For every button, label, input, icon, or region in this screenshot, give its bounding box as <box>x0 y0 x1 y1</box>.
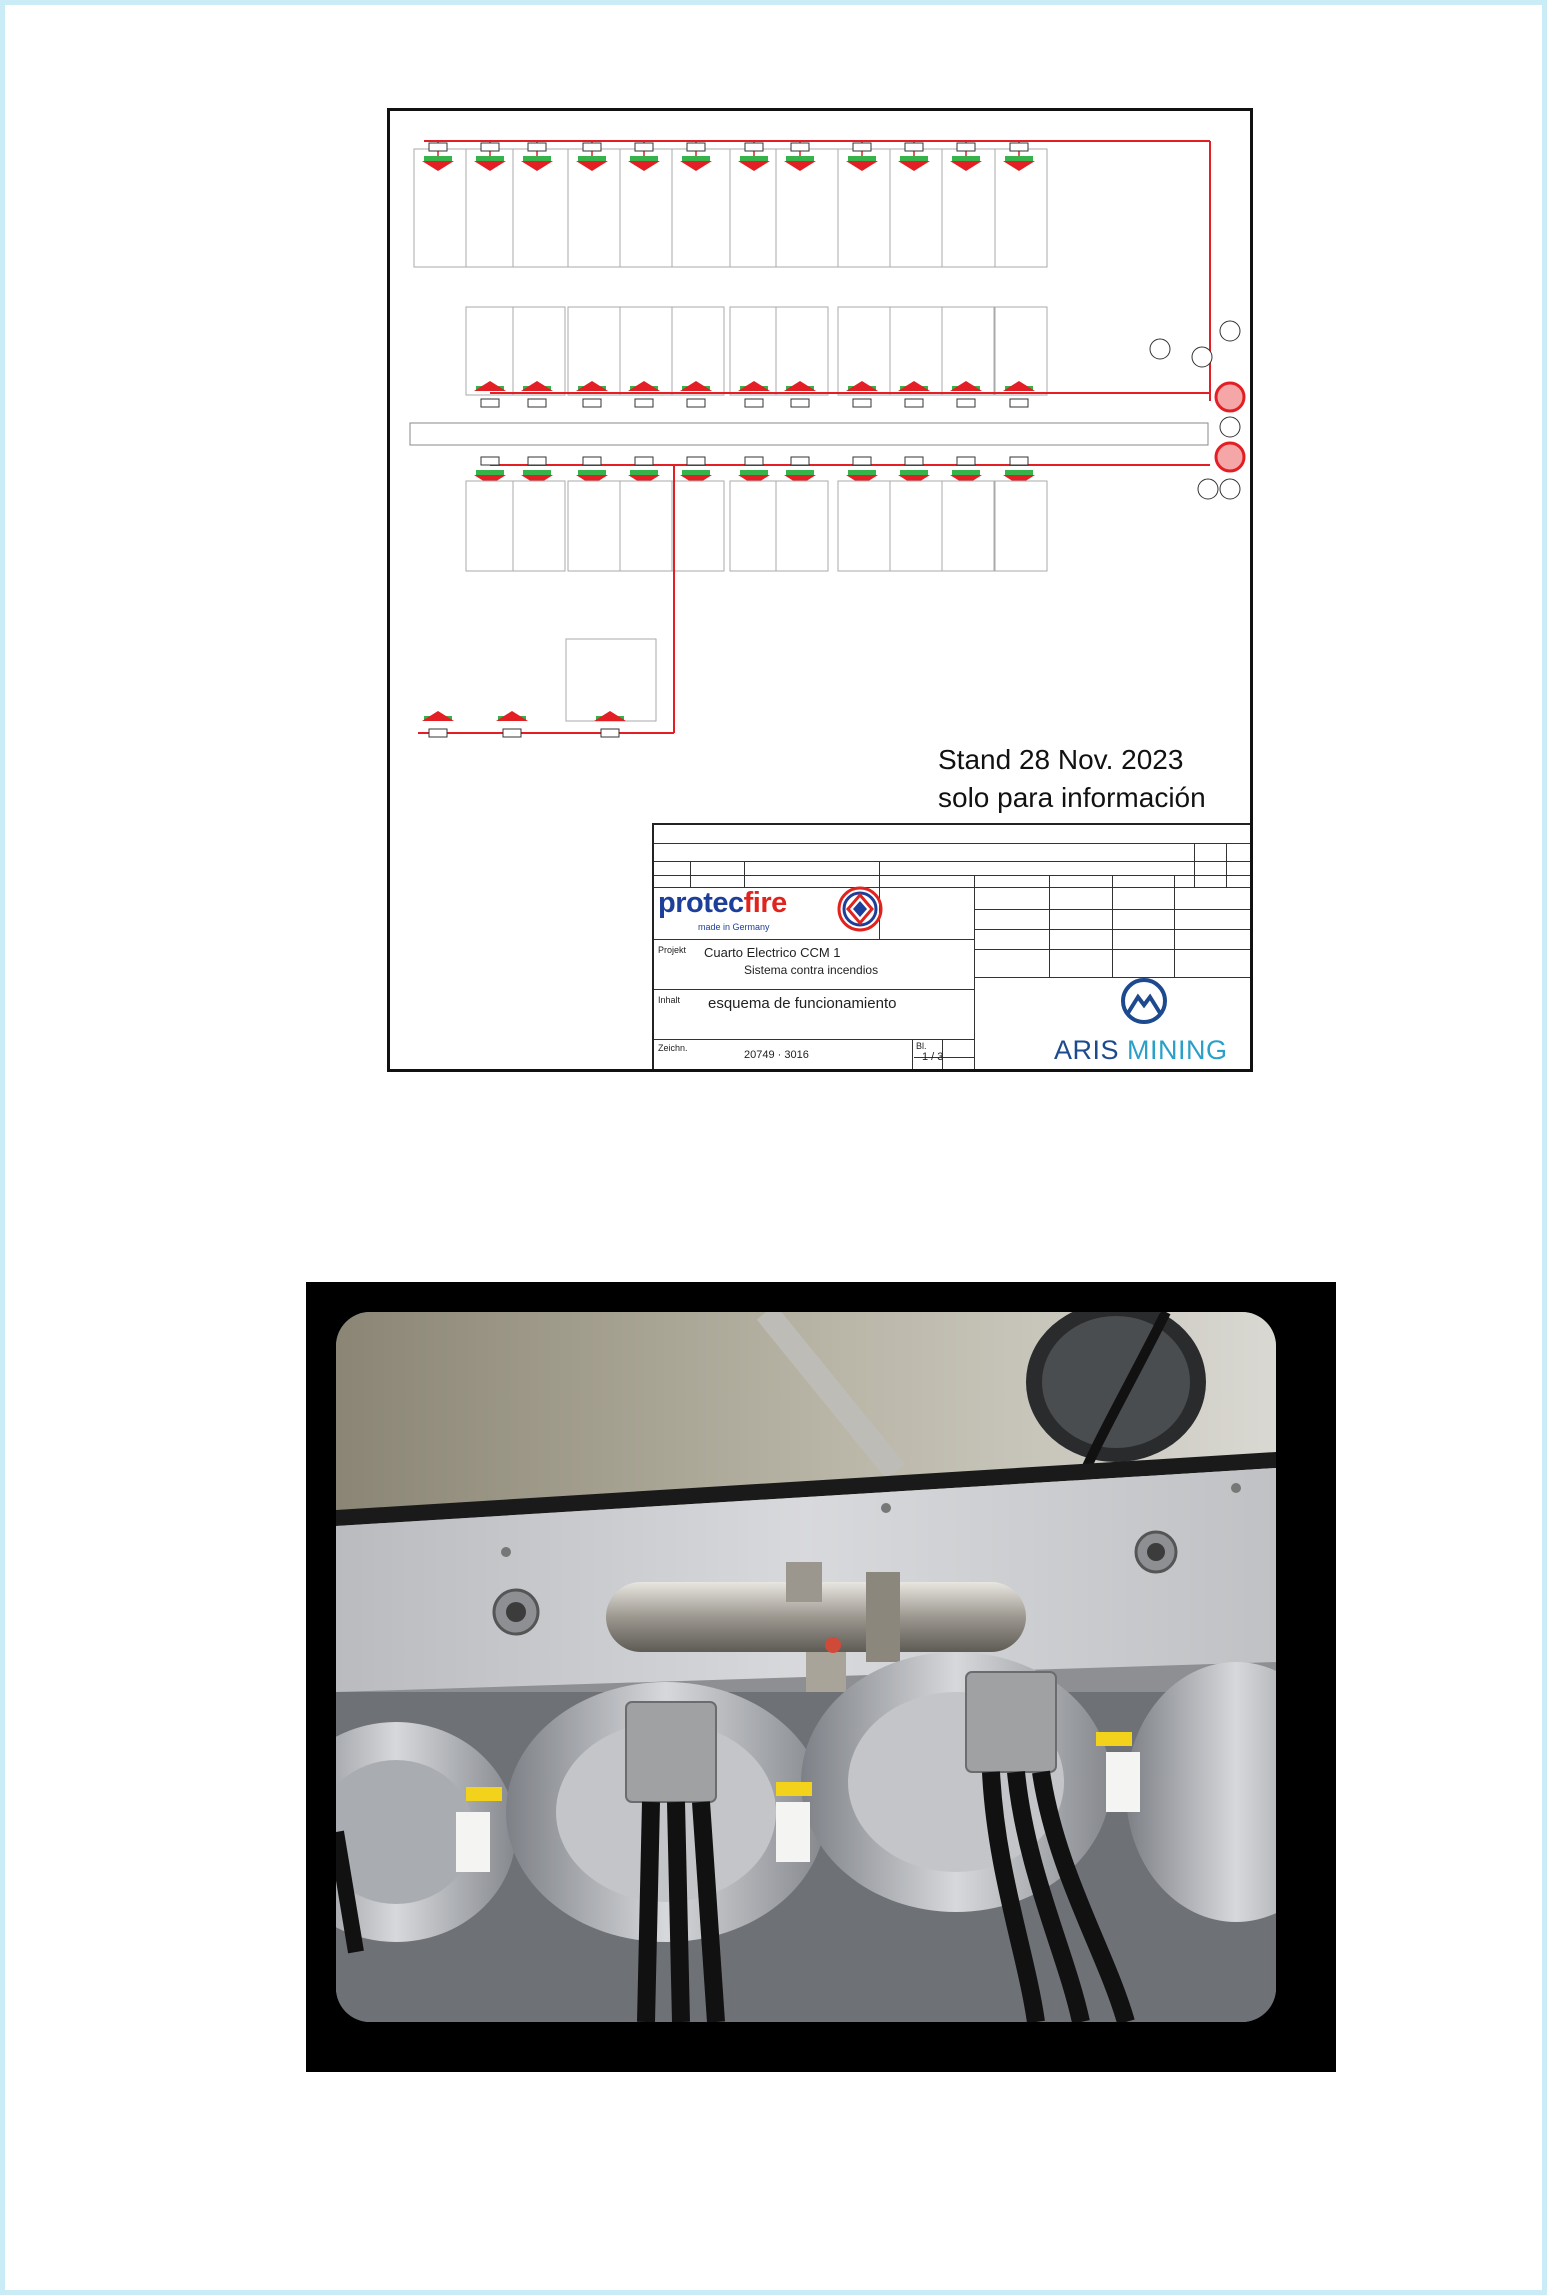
cabinet <box>994 306 1048 396</box>
project-line-1: Cuarto Electrico CCM 1 <box>704 945 841 960</box>
drawing-number: 20749 · 3016 <box>744 1049 809 1061</box>
cabinet <box>619 480 673 572</box>
callout-icon <box>1219 416 1241 438</box>
callout-icon <box>1219 478 1241 500</box>
cabinet <box>512 306 566 396</box>
installation-photo-drawing <box>336 1312 1276 2022</box>
cylinder-icon <box>1214 381 1246 413</box>
cabinet <box>465 306 519 396</box>
cabinet <box>837 306 891 396</box>
nozzle <box>476 470 504 475</box>
nozzle <box>424 156 452 161</box>
cabinet <box>729 480 783 572</box>
nozzle <box>1005 156 1033 161</box>
cylinder-icon <box>1214 441 1246 473</box>
cabinet <box>775 148 839 268</box>
callout-icon <box>1219 320 1241 342</box>
nozzle <box>848 156 876 161</box>
cabinet <box>889 480 943 572</box>
nozzle <box>952 470 980 475</box>
nozzle <box>523 470 551 475</box>
cabinet <box>837 480 891 572</box>
installation-photo <box>336 1312 1276 2022</box>
drawing-label: Zeichn. <box>658 1043 688 1053</box>
nozzle <box>786 156 814 161</box>
schematic-drawing <box>409 140 1246 738</box>
nozzle <box>900 156 928 161</box>
nozzle <box>900 470 928 475</box>
stand-note: Stand 28 Nov. 2023 solo para información <box>938 741 1206 817</box>
sheet-label: Bl. <box>916 1041 927 1051</box>
aisle <box>409 422 1209 446</box>
cabinet <box>512 480 566 572</box>
brand-name-part1: protec <box>658 887 744 919</box>
cabinet <box>619 148 673 268</box>
aris-mining-logo: ARIS MINING <box>1054 977 1244 1069</box>
stand-note-info: solo para información <box>938 782 1206 813</box>
nozzle <box>740 156 768 161</box>
nozzle <box>523 156 551 161</box>
document-label: Inhalt <box>658 995 681 1005</box>
cabinet <box>619 306 673 396</box>
callout-icon <box>1149 338 1171 360</box>
photo-frame <box>306 1282 1336 2072</box>
cabinet <box>941 480 995 572</box>
cabinet <box>671 148 731 268</box>
cabinet <box>775 306 829 396</box>
client-name: ARIS <box>1054 1035 1120 1065</box>
client-name-2: MINING <box>1127 1035 1228 1065</box>
callout-icon <box>1197 478 1219 500</box>
can-tag-2 <box>776 1782 812 1796</box>
cabinet <box>775 480 829 572</box>
nozzle <box>952 156 980 161</box>
cabinet <box>729 306 783 396</box>
project-label: Projekt <box>658 945 687 955</box>
nozzle <box>578 470 606 475</box>
cabinet <box>567 306 621 396</box>
nozzle <box>740 470 768 475</box>
aris-mountain-icon <box>1121 978 1167 1024</box>
document-title: esquema de funcionamiento <box>708 995 897 1012</box>
nozzle <box>682 156 710 161</box>
can-tag-1 <box>466 1787 502 1801</box>
nozzle <box>848 470 876 475</box>
brand-name-part2: fire <box>743 887 788 919</box>
stand-note-date: Stand 28 Nov. 2023 <box>938 744 1184 775</box>
project-line-2: Sistema contra incendios <box>744 963 879 977</box>
nozzle <box>630 470 658 475</box>
cabinet <box>994 480 1048 572</box>
nozzle <box>630 156 658 161</box>
title-block: protecfire made in Germany Projekt Cuart… <box>652 823 1250 1069</box>
callout-icon <box>1191 346 1213 368</box>
nozzle <box>682 470 710 475</box>
protecfire-logo: protecfire made in Germany <box>658 885 883 935</box>
protecfire-emblem-icon <box>837 886 883 932</box>
cabinet <box>671 306 725 396</box>
cabinet <box>465 480 519 572</box>
sheet-value: 1 / 3 <box>922 1051 944 1063</box>
cabinet <box>889 306 943 396</box>
nozzle <box>578 156 606 161</box>
nozzle <box>476 156 504 161</box>
cabinet <box>941 306 995 396</box>
fire-system-schematic: Stand 28 Nov. 2023 solo para información… <box>387 108 1253 1072</box>
nozzle <box>1005 470 1033 475</box>
brand-tagline: made in Germany <box>698 922 770 932</box>
can-tag-3 <box>1096 1732 1132 1746</box>
cabinet <box>567 480 621 572</box>
cabinet <box>565 638 657 722</box>
cabinet <box>671 480 725 572</box>
nozzle <box>786 470 814 475</box>
